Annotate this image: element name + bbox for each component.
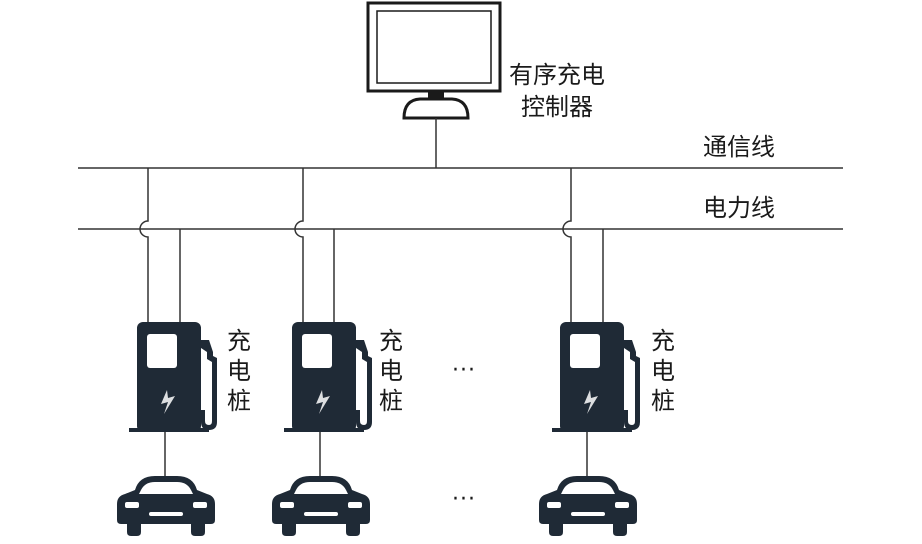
communication-line-label: 通信线 [703,133,775,161]
car-icon [539,476,637,536]
charger-label-1: 充电桩 [227,327,251,415]
car-icon [272,476,370,536]
controller-label-line1: 有序充电 [509,61,605,89]
charger-label-3: 充电桩 [651,327,675,415]
charger-1-links [139,168,181,476]
charger-label-2: 充电桩 [379,327,403,415]
charger-row-ellipsis: ··· [452,358,476,383]
power-line-label: 电力线 [703,194,775,222]
car-icon [117,476,215,536]
charging-pile-icon [552,322,640,432]
charger-2-links [294,168,335,476]
monitor-icon [366,1,502,120]
controller-label-line2: 控制器 [521,93,593,121]
charger-3-links [562,168,604,476]
car-row-ellipsis: ··· [452,487,476,512]
charging-pile-icon [284,322,372,432]
charging-pile-icon [129,322,217,432]
